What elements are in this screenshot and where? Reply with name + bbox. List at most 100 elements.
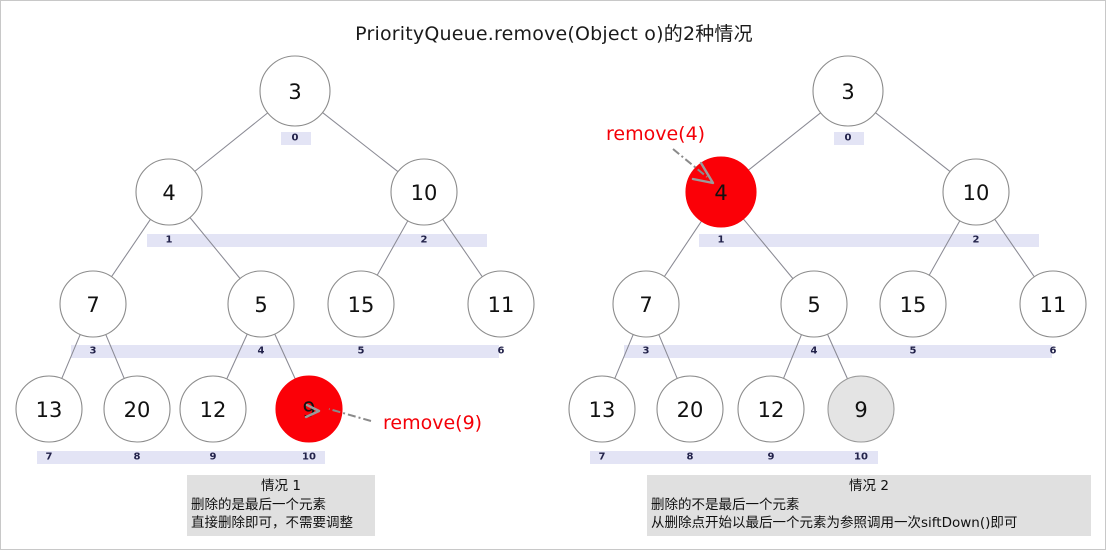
heap-index-label: 3 — [643, 346, 650, 357]
heap-node-9[interactable] — [827, 375, 895, 443]
tree-edge — [827, 333, 848, 380]
tree-edge — [614, 334, 634, 379]
heap-index-label: 4 — [258, 346, 265, 357]
annotation-leader-line — [672, 148, 708, 178]
heap-node-15[interactable] — [327, 270, 395, 338]
index-highlight-bar — [624, 345, 1052, 358]
heap-node-label: 3 — [288, 80, 301, 104]
caption-case-1-line-2: 直接删除即可，不需要调整 — [191, 515, 353, 532]
index-highlight-bar — [590, 451, 878, 464]
heap-node-12[interactable] — [179, 375, 247, 443]
heap-index-label: 2 — [973, 235, 980, 246]
tree-edge — [928, 220, 961, 276]
heap-index-label: 4 — [811, 346, 818, 357]
annotation-arrow-icon — [304, 403, 321, 419]
heap-node-label: 5 — [254, 293, 267, 317]
heap-node-label: 9 — [302, 398, 315, 422]
heap-node-12[interactable] — [737, 375, 805, 443]
heap-node-label: 7 — [86, 293, 99, 317]
heap-node-label: 4 — [162, 181, 175, 205]
tree-edge — [194, 112, 269, 172]
heap-node-label: 13 — [589, 398, 616, 422]
index-highlight-bar — [699, 234, 1039, 247]
heap-node-5[interactable] — [780, 270, 848, 338]
heap-node-label: 15 — [900, 293, 927, 317]
annotation-label: remove(9) — [383, 412, 482, 434]
heap-node-3[interactable] — [812, 55, 884, 127]
heap-index-label: 7 — [46, 452, 53, 463]
heap-index-label: 10 — [302, 452, 316, 463]
tree-edge — [748, 112, 821, 171]
heap-index-label: 3 — [90, 346, 97, 357]
heap-index-label: 9 — [210, 452, 217, 463]
heap-node-11[interactable] — [467, 270, 535, 338]
heap-index-label: 8 — [687, 452, 694, 463]
heap-index-label: 7 — [599, 452, 606, 463]
caption-case-2: 情况 2 删除的不是最后一个元素 从删除点开始以最后一个元素为参照调用一次sif… — [647, 475, 1091, 536]
heap-index-label: 8 — [134, 452, 141, 463]
tree-edge — [376, 220, 409, 276]
heap-node-20[interactable] — [656, 375, 724, 443]
heap-node-label: 7 — [639, 293, 652, 317]
page-title: PriorityQueue.remove(Object o)的2种情况 — [355, 23, 753, 45]
tree-edge — [994, 218, 1035, 278]
heap-node-label: 10 — [411, 181, 438, 205]
tree-edge — [111, 219, 151, 277]
heap-index-label: 5 — [358, 346, 365, 357]
caption-case-1-heading: 情况 1 — [261, 478, 301, 494]
tree-edge — [658, 334, 678, 379]
heap-node-13[interactable] — [568, 375, 636, 443]
heap-index-label: 0 — [292, 133, 299, 144]
annotation-label: remove(4) — [606, 123, 705, 145]
heap-node-label: 3 — [841, 80, 854, 104]
tree-edge — [322, 112, 399, 173]
index-highlight-bar — [281, 132, 311, 145]
heap-node-label: 12 — [758, 398, 785, 422]
heap-node-label: 20 — [124, 398, 151, 422]
heap-node-label: 13 — [36, 398, 63, 422]
heap-node-4[interactable] — [135, 158, 203, 226]
index-highlight-bar — [147, 234, 487, 247]
heap-index-label: 6 — [1050, 346, 1057, 357]
heap-index-label: 0 — [845, 133, 852, 144]
heap-node-label: 20 — [677, 398, 704, 422]
index-highlight-bar — [71, 345, 499, 358]
caption-case-2-heading: 情况 2 — [849, 478, 889, 494]
heap-index-label: 6 — [498, 346, 505, 357]
heap-node-9[interactable] — [275, 375, 343, 443]
heap-node-5[interactable] — [227, 270, 295, 338]
tree-edge — [875, 112, 951, 172]
heap-node-10[interactable] — [942, 158, 1010, 226]
tree-edge — [663, 220, 702, 277]
caption-case-1-line-1: 删除的是最后一个元素 — [191, 496, 326, 513]
caption-case-2-line-1: 删除的不是最后一个元素 — [651, 496, 800, 513]
heap-index-label: 2 — [421, 235, 428, 246]
tree-edge — [226, 333, 248, 380]
tree-edge — [189, 217, 241, 279]
heap-index-label: 1 — [166, 235, 173, 246]
tree-edge — [783, 334, 802, 379]
caption-case-2-line-2: 从删除点开始以最后一个元素为参照调用一次siftDown()即可 — [651, 515, 1018, 532]
heap-node-11[interactable] — [1019, 270, 1087, 338]
heap-node-label: 9 — [854, 398, 867, 422]
heap-node-15[interactable] — [879, 270, 947, 338]
heap-node-label: 11 — [1040, 293, 1067, 317]
tree-edge — [105, 334, 125, 379]
heap-node-7[interactable] — [612, 270, 680, 338]
heap-index-label: 10 — [854, 452, 868, 463]
tree-edge — [61, 334, 81, 379]
heap-node-label: 10 — [963, 181, 990, 205]
heap-node-20[interactable] — [103, 375, 171, 443]
heap-node-7[interactable] — [59, 270, 127, 338]
heap-node-13[interactable] — [15, 375, 83, 443]
heap-node-3[interactable] — [259, 55, 331, 127]
heap-node-label: 4 — [714, 181, 727, 205]
tree-edge — [274, 333, 296, 380]
heap-node-label: 12 — [200, 398, 227, 422]
heap-node-10[interactable] — [390, 158, 458, 226]
heap-index-label: 5 — [910, 346, 917, 357]
